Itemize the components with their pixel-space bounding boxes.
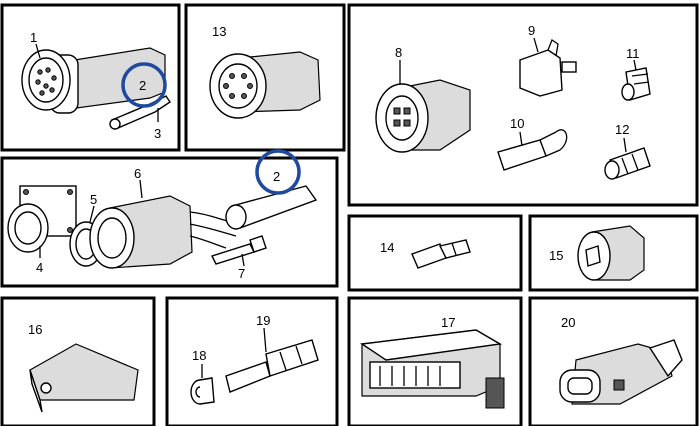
- round-connector-part-6: [89, 195, 237, 269]
- callout-circle-2-mid: [255, 149, 301, 195]
- label-16: 16: [28, 322, 42, 337]
- label-17: 17: [441, 315, 455, 330]
- terminal-part-10: [497, 129, 568, 171]
- label-15: 15: [549, 248, 563, 263]
- label-2-mid: 2: [273, 169, 280, 184]
- label-10: 10: [510, 116, 524, 131]
- label-7: 7: [238, 266, 245, 281]
- label-19: 19: [256, 313, 270, 328]
- label-1: 1: [30, 30, 37, 45]
- callout-circle-2-top: [121, 62, 167, 108]
- label-2-top: 2: [139, 78, 146, 93]
- connector-part-15: [577, 225, 645, 281]
- label-18: 18: [192, 348, 206, 363]
- label-4: 4: [36, 260, 43, 275]
- label-14: 14: [380, 240, 394, 255]
- connector-part-20: [559, 339, 683, 405]
- label-9: 9: [528, 23, 535, 38]
- connector-block-part-17: [360, 329, 505, 409]
- round-connector-part-13: [209, 51, 321, 119]
- terminal-part-14: [411, 239, 471, 269]
- seal-part-12: [604, 147, 651, 180]
- boot-part-16: [29, 343, 139, 413]
- clip-part-9: [519, 39, 577, 97]
- label-12: 12: [615, 122, 629, 137]
- label-5: 5: [90, 192, 97, 207]
- label-13: 13: [212, 24, 226, 39]
- label-6: 6: [134, 166, 141, 181]
- label-3: 3: [154, 126, 161, 141]
- round-connector-part-8: [375, 79, 471, 153]
- seal-part-18: [190, 377, 215, 405]
- terminal-part-19: [225, 339, 319, 393]
- label-20: 20: [561, 315, 575, 330]
- pin-part-7: [211, 235, 267, 265]
- label-8: 8: [395, 45, 402, 60]
- flange-connector-part-4: [7, 185, 77, 253]
- seal-part-11: [621, 67, 651, 101]
- label-11: 11: [626, 46, 640, 61]
